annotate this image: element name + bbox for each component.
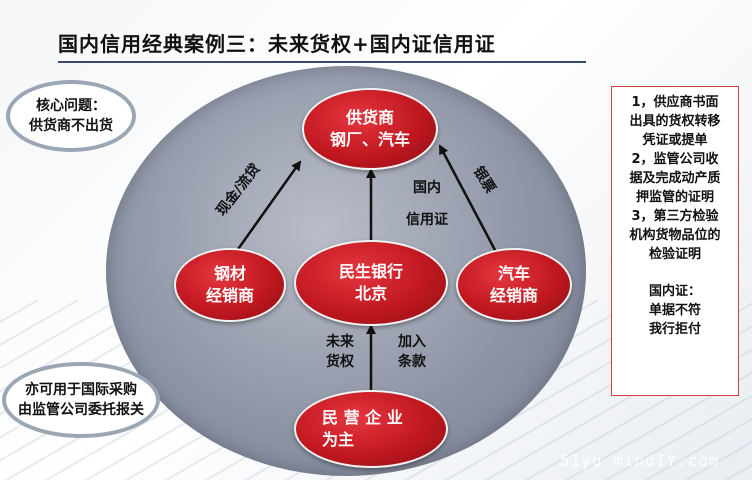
arrow-steel-to-supplier [234, 160, 302, 253]
info-line-6: 押监管的证明 [635, 190, 714, 205]
auto-dealer-node: 汽车 经销商 [456, 248, 572, 322]
steel-dealer-line1: 钢材 [213, 264, 246, 283]
info-spacer [616, 264, 734, 282]
bank-node: 民生银行 北京 [294, 240, 448, 326]
domestic-lc-label: 国内 信用证 [392, 178, 462, 230]
document-requirements-box: 1，供应商书面 出具的货权转移 凭证或提单 2，监管公司收 据及完成动产质 押监… [611, 86, 739, 396]
bank-line2: 北京 [354, 284, 387, 303]
domestic-lc-line1: 国内 [413, 180, 441, 196]
info-line-1: 1，供应商书面 [631, 95, 719, 110]
add-terms-line1: 加入 [398, 334, 426, 350]
steel-dealer-node: 钢材 经销商 [174, 248, 286, 322]
international-use-line2: 由监管公司委托报关 [18, 402, 144, 418]
title-underline [58, 61, 586, 63]
enterprise-line2: 为主 [322, 430, 355, 449]
arrow-auto-to-supplier [438, 144, 498, 253]
info-line-3: 凭证或提单 [642, 133, 708, 148]
auto-dealer-line2: 经销商 [489, 286, 538, 305]
domestic-lc-line2: 信用证 [406, 212, 448, 228]
enterprise-line1: 民 营 企 业 [322, 408, 403, 427]
info-line-7: 3，第三方检验 [631, 209, 719, 224]
future-rights-line1: 未来 [326, 334, 354, 350]
info-line-12: 我行拒付 [648, 322, 701, 337]
add-terms-line2: 条款 [398, 354, 426, 370]
info-line-9: 检验证明 [648, 247, 701, 262]
auto-dealer-line1: 汽车 [497, 264, 530, 283]
international-use-line1: 亦可用于国际采购 [25, 382, 137, 398]
page-title: 国内信用经典案例三：未来货权+国内证信用证 [58, 32, 496, 56]
future-rights-label: 未来 货权 [318, 332, 362, 372]
private-enterprise-node: 民 营 企 业 为主 [294, 390, 448, 468]
info-line-4: 2，监管公司收 [631, 152, 719, 167]
core-issue-callout: 核心问题： 供货商不出货 [6, 80, 136, 152]
info-line-11: 单据不符 [648, 303, 701, 318]
info-line-10: 国内证： [648, 284, 701, 299]
steel-dealer-line2: 经销商 [205, 286, 254, 305]
future-rights-line2: 货权 [326, 354, 354, 370]
core-issue-line1: 核心问题： [36, 98, 106, 114]
info-line-5: 据及完成动产质 [629, 171, 721, 186]
info-line-8: 机构货物品位的 [629, 228, 721, 243]
info-line-2: 出具的货权转移 [629, 114, 721, 129]
watermark: 51yu mindIY.com [560, 451, 720, 470]
international-use-callout: 亦可用于国际采购 由监管公司委托报关 [2, 362, 160, 438]
add-terms-label: 加入 条款 [390, 332, 434, 372]
supplier-node: 供货商 钢厂、汽车 [302, 88, 438, 170]
bank-line1: 民生银行 [338, 262, 403, 281]
supplier-line2: 钢厂、汽车 [329, 130, 410, 149]
core-issue-line2: 供货商不出货 [29, 118, 113, 134]
supplier-line1: 供货商 [345, 108, 394, 127]
